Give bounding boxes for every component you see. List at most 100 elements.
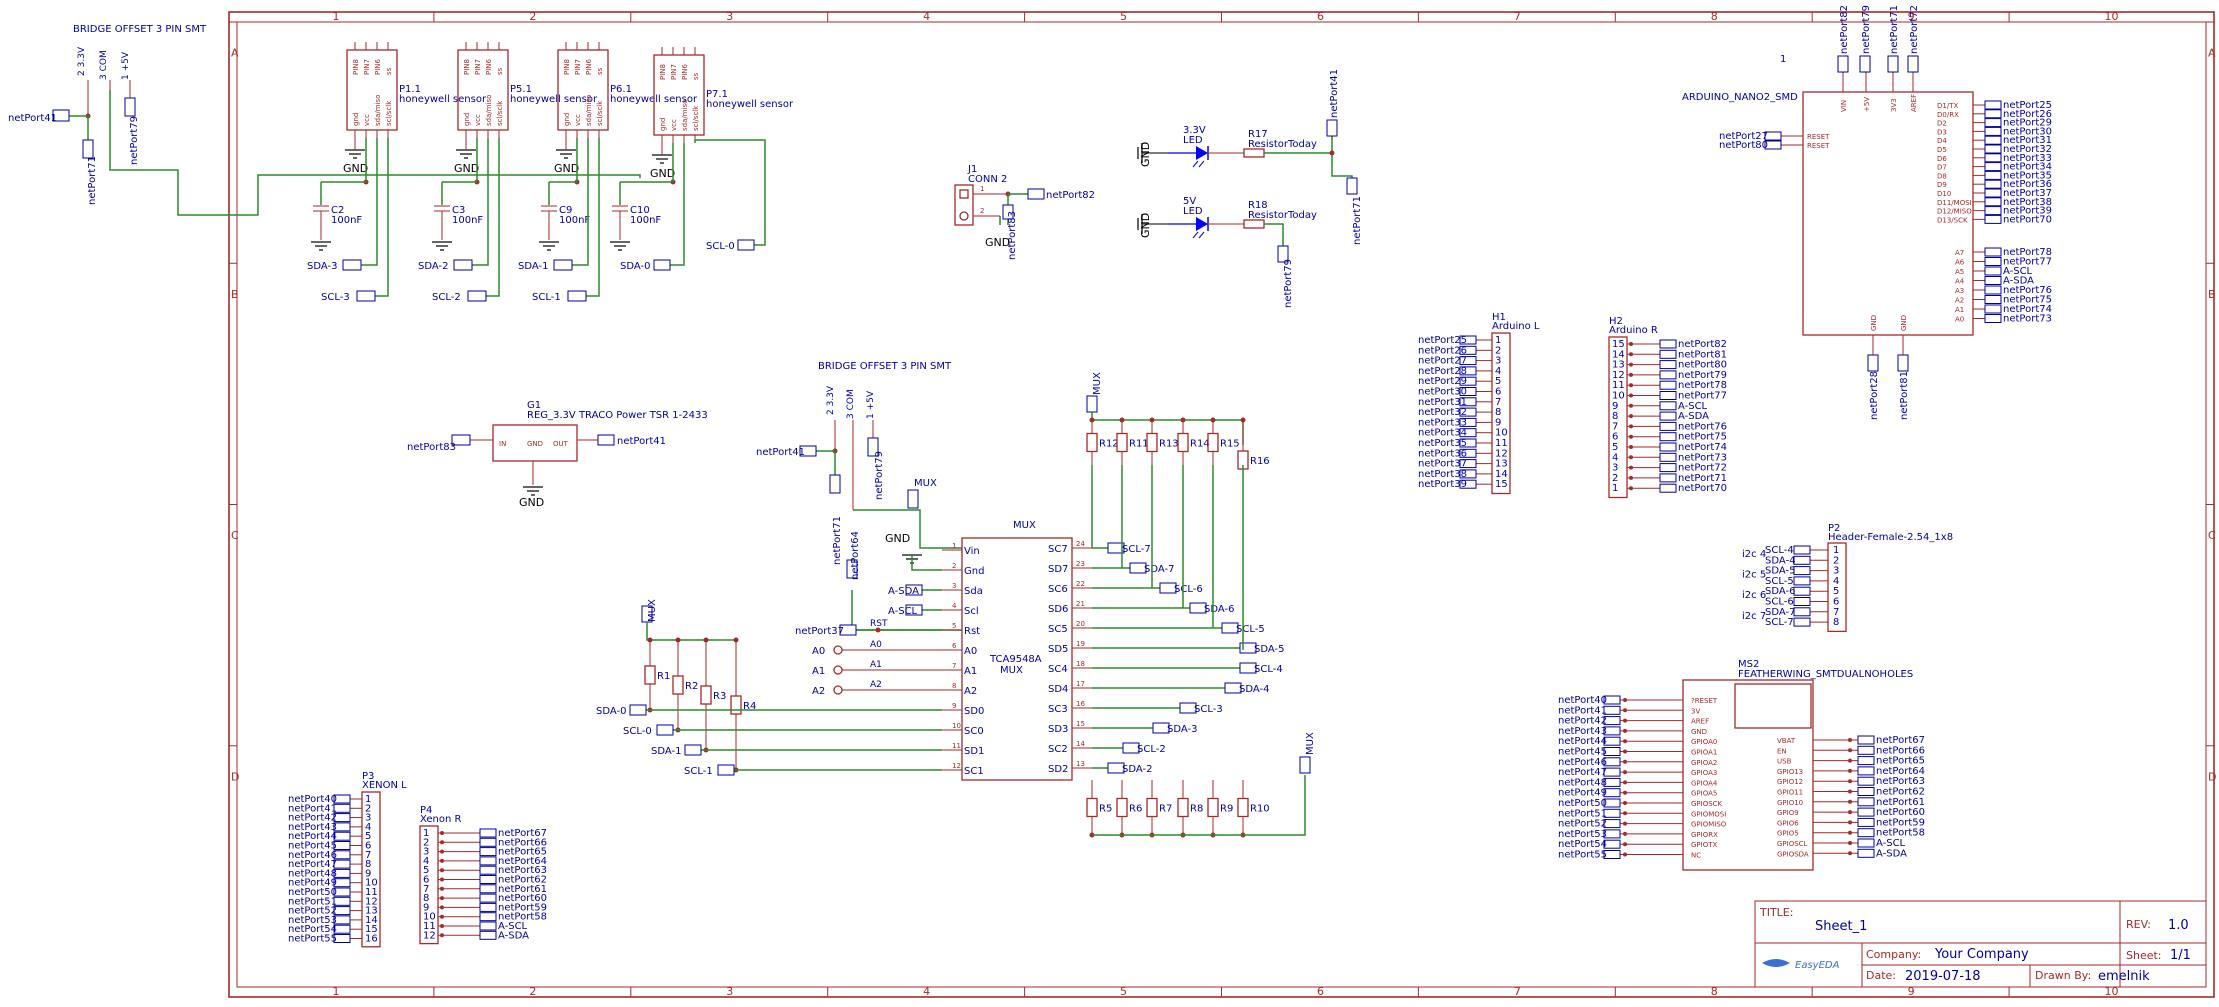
- ms2-body: [1682, 679, 1814, 871]
- mux-pin-left: SD0: [964, 706, 984, 717]
- h2-net: netPort78: [1678, 380, 1727, 391]
- svg-text:20: 20: [1076, 620, 1085, 628]
- ms2-net-port: [1603, 716, 1621, 726]
- gnd-symbol: [311, 241, 331, 251]
- p2-net-port: [1793, 586, 1811, 596]
- h2-net: netPort74: [1678, 442, 1727, 453]
- p3-net-port: [333, 859, 351, 869]
- svg-text:netPort64: netPort64: [1876, 766, 1925, 777]
- svg-text:17: 17: [1076, 680, 1085, 688]
- scl-port: [467, 290, 487, 302]
- svg-text:IN: IN: [499, 440, 506, 448]
- ms2-net-port: [1603, 777, 1621, 787]
- p3-pin: 13: [365, 906, 378, 917]
- p4-pin: 9: [423, 902, 429, 913]
- nano-right-port: [1984, 118, 2002, 128]
- svg-text:A3: A3: [1955, 287, 1964, 295]
- gnd-symbol: [610, 241, 630, 251]
- border-col-top: 8: [1711, 10, 1718, 23]
- p3-pin: 8: [365, 859, 371, 870]
- nano-body: [1802, 91, 1974, 336]
- h2-net: netPort71: [1678, 473, 1727, 484]
- border-col-top: 1: [332, 10, 339, 23]
- svg-text:D2: D2: [1937, 120, 1947, 128]
- h2-net-port: [1659, 370, 1677, 380]
- resistor-R15-label: R15: [1220, 439, 1240, 450]
- title-value: Sheet_1: [1815, 919, 1867, 934]
- svg-text:2 3.3V: 2 3.3V: [77, 46, 87, 76]
- h1-pin: 4: [1495, 366, 1501, 377]
- svg-text:7: 7: [1833, 607, 1839, 618]
- led-type: LED: [1183, 206, 1203, 217]
- svg-text:A2: A2: [812, 686, 825, 697]
- ms2-net-port: [1603, 747, 1621, 756]
- h1-net: netPort34: [1418, 428, 1467, 439]
- svg-text:?RESET: ?RESET: [1691, 697, 1718, 705]
- svg-text:2: 2: [1833, 555, 1839, 566]
- h1-pin: 13: [1495, 459, 1508, 470]
- svg-text:netPort50: netPort50: [1558, 798, 1607, 809]
- led-res-name: ResistorToday: [1248, 210, 1317, 221]
- mux-pin-left: SC1: [964, 766, 984, 777]
- resistor-R5-label: R5: [1099, 804, 1112, 815]
- svg-text:A0: A0: [812, 646, 825, 657]
- svg-text:MUX: MUX: [914, 478, 937, 489]
- led-res-ref: R17: [1248, 129, 1268, 140]
- svg-text:netPort53: netPort53: [1558, 829, 1607, 840]
- p4-net-port: [479, 921, 497, 931]
- svg-text:netPort83: netPort83: [1007, 211, 1018, 260]
- gnd-symbol: [539, 241, 559, 251]
- mux-port: [1086, 395, 1098, 413]
- mux-net-port: [1221, 622, 1239, 634]
- h1-pin: 3: [1495, 356, 1501, 367]
- svg-text:D7: D7: [1937, 164, 1947, 172]
- p4-net: netPort60: [498, 893, 547, 904]
- svg-text:netPort41: netPort41: [1558, 705, 1607, 716]
- ms2-net-port: [1603, 767, 1621, 777]
- svg-text:SDA-3: SDA-3: [1167, 724, 1197, 735]
- sensor-name: honeywell sensor: [510, 94, 598, 105]
- p4-pin: 2: [423, 837, 429, 848]
- sensor-pin-top: PIN8: [463, 59, 471, 75]
- sensor-pin-bottom: vcc: [363, 114, 371, 126]
- led-label: 5V: [1183, 196, 1196, 207]
- svg-text:netPort79: netPort79: [874, 451, 885, 500]
- svg-text:SCL-4: SCL-4: [1254, 664, 1283, 675]
- svg-text:22: 22: [1076, 580, 1085, 588]
- svg-text:SCL-2: SCL-2: [1137, 744, 1166, 755]
- h1-pin: 2: [1495, 345, 1501, 356]
- company-value: Your Company: [1934, 947, 2029, 962]
- resistor-R10: [1237, 797, 1249, 818]
- border-col-bottom: 9: [1908, 985, 1915, 998]
- p3-net: netPort51: [288, 896, 337, 907]
- svg-text:netPort79: netPort79: [129, 116, 140, 165]
- p4-net-port: [479, 930, 497, 940]
- sensor-body: [457, 49, 509, 131]
- nano-right-port: [1984, 179, 2002, 189]
- h2-net-port: [1659, 380, 1677, 390]
- h1-net-port: [1459, 407, 1477, 417]
- svg-text:CONN 2: CONN 2: [968, 174, 1007, 185]
- svg-text:2: 2: [980, 207, 984, 215]
- h2-net-port: [1659, 421, 1677, 431]
- svg-text:A-SDA: A-SDA: [2003, 276, 2034, 287]
- resistor-R1: [644, 665, 656, 685]
- scl-net: SCL-1: [532, 292, 561, 303]
- svg-text:3V3: 3V3: [1890, 98, 1898, 112]
- cap-ref: C2: [331, 205, 344, 216]
- border-row-left: A: [231, 47, 239, 60]
- border-col-top: 6: [1317, 10, 1324, 23]
- sensor-pin-bottom: sda/miso: [485, 95, 493, 126]
- svg-text:A-SDA: A-SDA: [1876, 848, 1907, 859]
- h1-net: netPort25: [1418, 335, 1467, 346]
- resistor-R12-label: R12: [1099, 439, 1119, 450]
- svg-text:GPIO5: GPIO5: [1777, 830, 1799, 838]
- h1-net: netPort31: [1418, 397, 1467, 408]
- svg-text:6: 6: [1833, 597, 1839, 608]
- nano-top-port: [1837, 55, 1849, 73]
- svg-text:2: 2: [952, 562, 956, 570]
